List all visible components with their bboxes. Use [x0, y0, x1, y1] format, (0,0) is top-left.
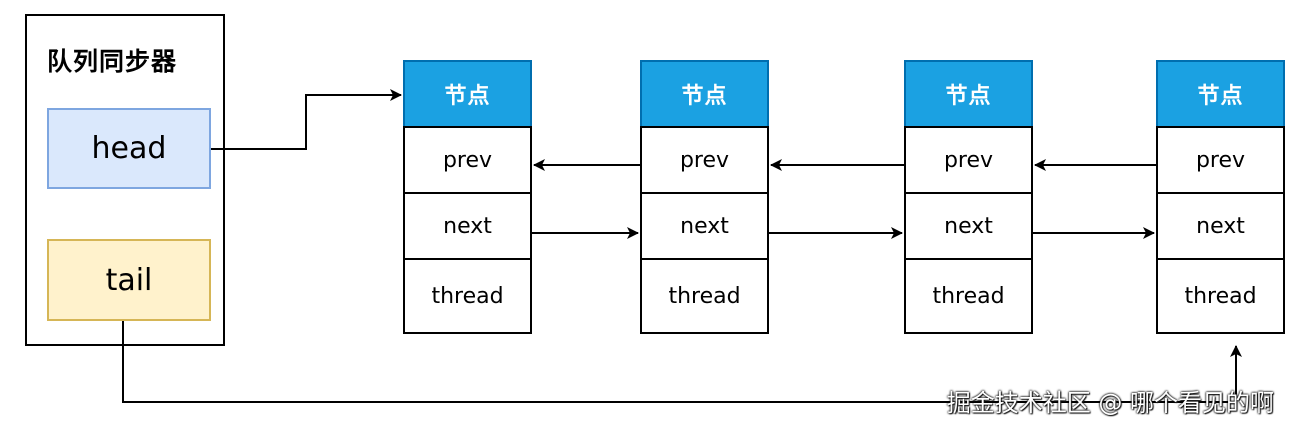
- node-1: 节点 prev next thread: [403, 60, 532, 334]
- node-next-field: next: [1156, 192, 1285, 260]
- node-header: 节点: [403, 60, 532, 128]
- node-thread-field: thread: [640, 258, 769, 334]
- node-4: 节点 prev next thread: [1156, 60, 1285, 334]
- node-prev-field: prev: [904, 126, 1033, 194]
- head-pointer: head: [47, 108, 211, 189]
- head-to-first-node-arrow: [211, 89, 402, 150]
- node-prev-field: prev: [403, 126, 532, 194]
- node-header: 节点: [904, 60, 1033, 128]
- node-thread-field: thread: [1156, 258, 1285, 334]
- node-next-field: next: [640, 192, 769, 260]
- synchronizer-title: 队列同步器: [47, 47, 178, 76]
- tail-pointer: tail: [47, 239, 211, 321]
- watermark-text: 掘金技术社区 @ 哪个看见的啊: [946, 389, 1274, 417]
- node-3: 节点 prev next thread: [904, 60, 1033, 334]
- node-prev-field: prev: [1156, 126, 1285, 194]
- node-thread-field: thread: [403, 258, 532, 334]
- node-next-field: next: [403, 192, 532, 260]
- node-prev-field: prev: [640, 126, 769, 194]
- node-2: 节点 prev next thread: [640, 60, 769, 334]
- node-header: 节点: [640, 60, 769, 128]
- node-next-field: next: [904, 192, 1033, 260]
- node-header: 节点: [1156, 60, 1285, 128]
- node-thread-field: thread: [904, 258, 1033, 334]
